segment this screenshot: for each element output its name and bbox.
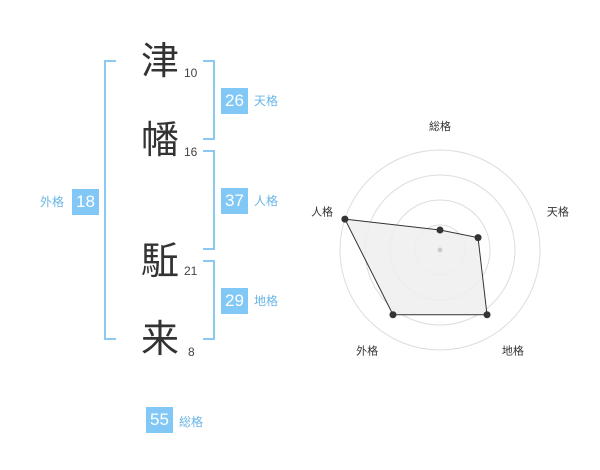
gaikaku-label: 外格 xyxy=(40,195,65,209)
stroke-count-1: 10 xyxy=(184,66,198,80)
name-char-4: 来 xyxy=(141,317,180,361)
tenkaku-value-badge: 26 xyxy=(221,88,248,114)
name-char-1: 津 xyxy=(141,39,180,83)
name-char-2: 幡 xyxy=(141,118,180,162)
tenkaku-bracket xyxy=(203,60,215,140)
radar-axis-label-3: 地格 xyxy=(502,343,524,357)
chikaku-bracket xyxy=(203,260,215,340)
radar-axis-label-5: 人格 xyxy=(311,205,333,219)
radar-polygon xyxy=(344,218,488,316)
soukaku-label: 総格 xyxy=(179,415,204,429)
stroke-count-4: 8 xyxy=(188,345,195,359)
chikaku-value-badge: 29 xyxy=(221,288,248,314)
radar-axis-label-4: 外格 xyxy=(356,343,378,357)
gaikaku-value-badge: 18 xyxy=(72,189,99,215)
radar-center-dot xyxy=(437,247,443,253)
jinkaku-value-badge: 37 xyxy=(221,188,248,214)
tenkaku-label: 天格 xyxy=(254,94,279,108)
radar-point-1 xyxy=(436,226,444,234)
radar-ring-4 xyxy=(339,149,541,351)
soukaku-value-badge: 55 xyxy=(146,407,173,433)
chikaku-label: 地格 xyxy=(254,294,279,308)
gaikaku-bracket xyxy=(104,60,116,340)
stroke-count-3: 21 xyxy=(184,264,198,278)
stroke-count-2: 16 xyxy=(184,145,198,159)
radar-point-5 xyxy=(341,215,349,223)
jinkaku-bracket xyxy=(203,150,215,250)
radar-point-2 xyxy=(474,234,482,242)
radar-axis-label-2: 天格 xyxy=(547,205,569,219)
radar-axis-label-1: 総格 xyxy=(429,119,451,133)
name-char-3: 駈 xyxy=(141,239,180,283)
radar-point-4 xyxy=(389,311,397,319)
jinkaku-label: 人格 xyxy=(254,194,279,208)
radar-point-3 xyxy=(483,311,491,319)
